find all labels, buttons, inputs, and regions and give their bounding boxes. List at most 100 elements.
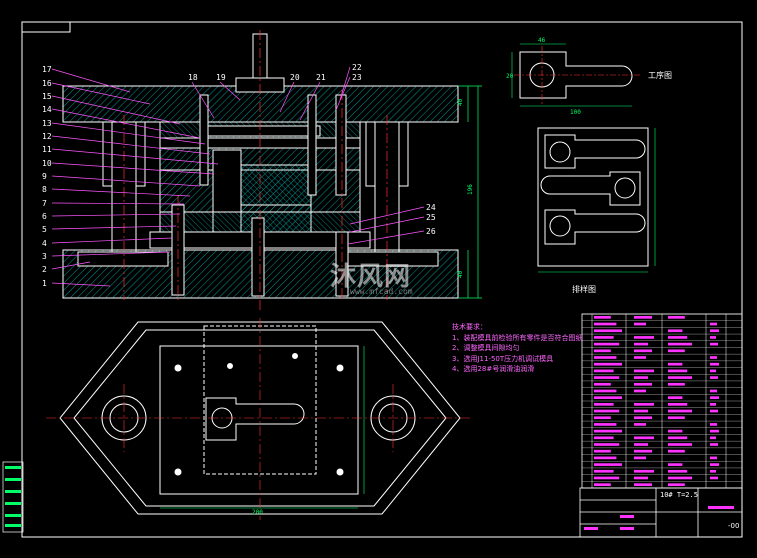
part-leader-line (51, 188, 191, 197)
parts-table-cell-text (668, 342, 692, 346)
part-leader-line (279, 81, 295, 113)
workpiece-label: 工序图 (648, 70, 672, 80)
parts-table-cell-text (594, 316, 611, 319)
parts-table-cell-text (634, 342, 648, 346)
part-number-label: 23 (352, 73, 362, 82)
part-number-label: 12 (42, 132, 52, 141)
parts-table-cell-text (668, 362, 683, 366)
part-number-label: 7 (42, 199, 47, 208)
drawing-number: -00 (728, 522, 740, 530)
parts-table-cell-text (634, 449, 652, 453)
parts-table-cell-text (594, 443, 620, 446)
part-number-label: 21 (316, 73, 326, 82)
part-leader-line (299, 81, 321, 121)
parts-table-cell-text (634, 376, 648, 379)
strip-layout-view (537, 127, 656, 273)
dim-height-bottom: 40 (457, 270, 464, 278)
parts-table-cell-text (594, 389, 617, 393)
parts-table-cell-text (594, 469, 614, 473)
parts-table-cell-text (634, 456, 646, 460)
parts-table-cell-text (634, 403, 654, 406)
parts-table-cell-text (594, 463, 622, 466)
parts-table-cell-text (594, 449, 611, 453)
dim-workpiece-height: 20 (506, 73, 514, 80)
title-block (579, 487, 743, 538)
part-leader-line (51, 202, 185, 205)
parts-table-cell-text (634, 369, 654, 373)
assembly-section-view: 196 40 40 (62, 30, 482, 310)
part-number-label: 6 (42, 212, 47, 221)
sheet-border (21, 21, 743, 538)
part-number-label: 10 (42, 159, 52, 168)
parts-table-cell-text (710, 396, 719, 399)
dim-height-total: 196 (467, 184, 474, 195)
parts-table-cell-text (668, 396, 683, 399)
part-number-label: 22 (352, 63, 362, 72)
parts-table-cell-text (668, 449, 685, 453)
parts-table-cell-text (710, 376, 718, 379)
parts-table-cell-text (668, 316, 685, 319)
part-leader-line (219, 81, 241, 101)
parts-table-cell-text (710, 362, 719, 366)
parts-table-cell-text (594, 476, 620, 480)
title-block-material: 10# T=2.5 (660, 491, 698, 499)
parts-table-cell-text (634, 389, 646, 393)
parts-table-cell-text (710, 463, 719, 466)
part-number-label: 20 (290, 73, 300, 82)
parts-table-cell-text (594, 369, 614, 373)
parts-table-cell-text (594, 429, 622, 433)
parts-table-cell-text (594, 322, 617, 326)
dim-workpiece-length: 100 (570, 109, 581, 116)
parts-table-cell-text (594, 483, 611, 486)
parts-table-cell-text (634, 349, 652, 353)
part-leader-line (51, 82, 151, 105)
parts-table-cell-text (710, 329, 719, 333)
parts-table-cell-text (594, 382, 611, 386)
revision-block (2, 461, 24, 533)
note-line: 2、调整模具间隙均匀 (452, 344, 520, 352)
parts-table-cell-text (594, 403, 614, 406)
part-leader-line (349, 206, 425, 225)
parts-table-cell-text (668, 336, 688, 339)
part-leader-line (51, 261, 91, 270)
part-number-label: 1 (42, 279, 47, 288)
part-number-label: 8 (42, 185, 47, 194)
parts-table-cell-text (710, 436, 716, 440)
parts-table-cell-text (710, 403, 716, 406)
part-number-label: 3 (42, 252, 47, 261)
parts-table-cell-text (668, 443, 692, 446)
strip-label: 排样图 (572, 284, 596, 294)
parts-table-cell-text (668, 403, 688, 406)
note-line: 4、选用28#号润滑油润滑 (452, 365, 535, 373)
parts-table-cell-text (594, 329, 622, 333)
note-line: 3、选用J11-50T压力机调试模具 (452, 354, 554, 363)
part-number-label: 16 (42, 79, 52, 88)
parts-table-cell-text (668, 376, 692, 379)
parts-table-cell-text (668, 436, 688, 440)
dim-plan-width: 200 (252, 509, 263, 516)
part-leader-line (51, 135, 211, 155)
parts-table-cell-text (594, 356, 617, 359)
parts-list-table (581, 313, 743, 489)
parts-table-cell-text (710, 342, 718, 346)
part-leader-line (51, 175, 201, 187)
parts-table-cell-text (594, 342, 620, 346)
parts-table-cell-text (634, 416, 652, 420)
parts-table-cell-text (710, 336, 716, 339)
part-leader-line (51, 237, 173, 244)
part-leader-line (349, 216, 425, 233)
part-number-label: 17 (42, 65, 52, 74)
part-number-label: 25 (426, 213, 436, 222)
parts-table-cell-text (594, 456, 617, 460)
part-leaders (51, 66, 425, 287)
part-leader-line (51, 225, 177, 230)
parts-table-cell-text (710, 476, 718, 480)
parts-table-cell-text (594, 423, 617, 426)
parts-table-cell-text (668, 463, 683, 466)
parts-table-cell-text (668, 409, 692, 413)
part-number-label: 14 (42, 105, 52, 114)
workpiece-view (511, 43, 640, 107)
parts-table-cell-text (710, 443, 718, 446)
part-number-label: 19 (216, 73, 226, 82)
